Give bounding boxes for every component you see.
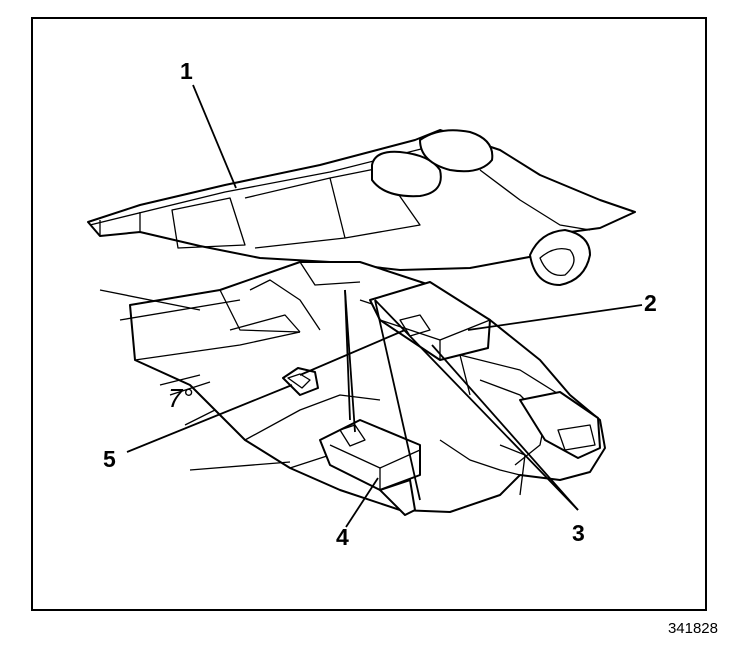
connector-component xyxy=(282,367,319,396)
figure-id: 341828 xyxy=(667,620,718,637)
illustration-frame xyxy=(31,17,707,611)
callout-3: 3 xyxy=(572,520,585,546)
angle-label: 7° xyxy=(168,383,193,413)
callout-5: 5 xyxy=(103,446,116,472)
actuator-component xyxy=(319,419,421,516)
upper-duct-panel xyxy=(87,129,636,286)
callout-2: 2 xyxy=(644,290,657,316)
callout-4: 4 xyxy=(336,524,349,550)
callout-leader-lines xyxy=(126,84,643,528)
callout-1: 1 xyxy=(180,58,193,84)
